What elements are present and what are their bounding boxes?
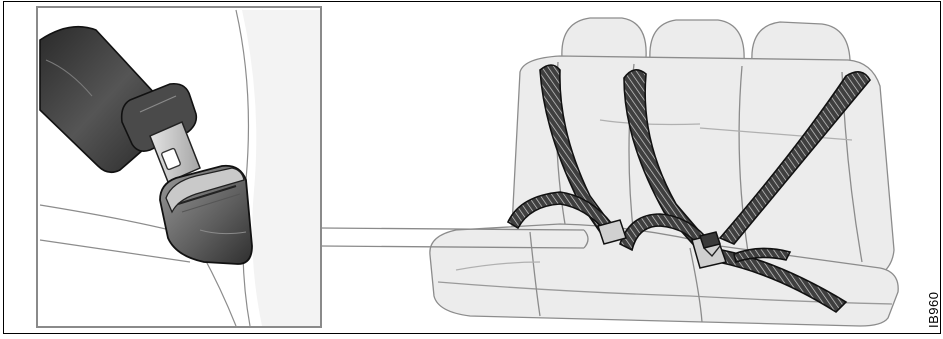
headrest-left <box>562 18 646 58</box>
buckle-detail-inset <box>37 7 321 327</box>
headrest-center <box>650 20 744 62</box>
figure-code-label: IB960 <box>926 292 941 328</box>
rear-seat <box>430 18 898 326</box>
